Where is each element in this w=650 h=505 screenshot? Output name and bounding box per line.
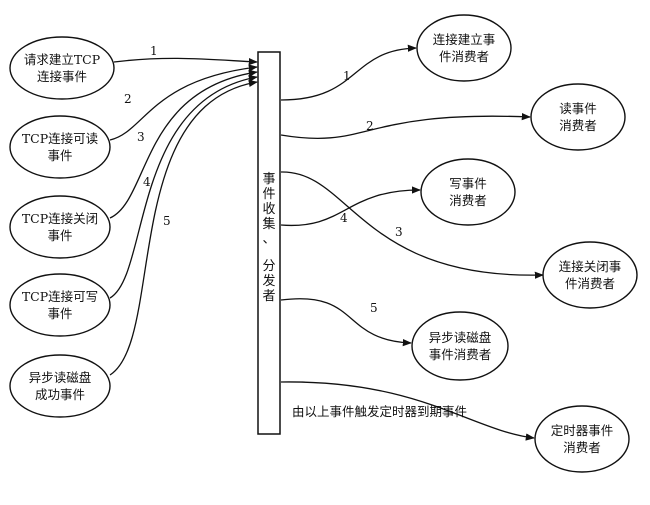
svg-text:异步读磁盘: 异步读磁盘 — [29, 370, 92, 385]
consumer-node: 写事件 消费者 — [420, 158, 516, 226]
svg-text:写事件: 写事件 — [449, 176, 487, 191]
source-node: 请求建立TCP 连接事件 — [9, 36, 115, 100]
svg-text:事件消费者: 事件消费者 — [429, 347, 492, 362]
output-arrow — [280, 113, 531, 140]
svg-text:事件: 事件 — [47, 148, 72, 163]
source-node: TCP连接可写 事件 — [9, 273, 111, 337]
input-arrow — [109, 79, 258, 376]
svg-text:请求建立TCP: 请求建立TCP — [24, 52, 100, 67]
output-arrow — [280, 298, 412, 347]
svg-text:定时器事件: 定时器事件 — [551, 423, 614, 438]
svg-text:件消费者: 件消费者 — [565, 276, 615, 291]
collector-char: 、 — [262, 232, 275, 247]
input-number: 3 — [137, 130, 145, 144]
output-number: 3 — [395, 225, 403, 239]
svg-text:消费者: 消费者 — [559, 118, 597, 133]
source-node: TCP连接关闭 事件 — [9, 195, 111, 259]
input-number: 4 — [143, 175, 151, 189]
consumer-node: 异步读磁盘 事件消费者 — [411, 311, 509, 381]
svg-text:TCP连接关闭: TCP连接关闭 — [22, 211, 98, 226]
input-number: 5 — [163, 214, 171, 228]
input-arrow — [109, 69, 258, 219]
svg-text:件消费者: 件消费者 — [439, 49, 489, 64]
output-arrow — [280, 44, 417, 101]
output-arrow — [280, 186, 421, 227]
svg-text:事件: 事件 — [47, 306, 72, 321]
consumer-node: 定时器事件 消费者 — [534, 405, 630, 473]
svg-text:消费者: 消费者 — [449, 193, 487, 208]
output-number: 5 — [370, 301, 378, 315]
svg-text:成功事件: 成功事件 — [35, 387, 85, 402]
output-number: 4 — [340, 211, 348, 225]
input-arrow — [113, 57, 258, 66]
input-arrow — [109, 64, 258, 141]
input-number: 1 — [150, 44, 158, 58]
collector-bar — [257, 51, 281, 435]
svg-text:连接建立事: 连接建立事 — [433, 32, 496, 47]
collector-char: 事 — [262, 172, 275, 187]
collector-label: 事 件 收 集 、 分 发 者 — [262, 172, 275, 304]
input-arrow — [109, 74, 258, 299]
output-arrow — [280, 381, 535, 441]
consumer-node: 读事件 消费者 — [530, 83, 626, 151]
input-number: 2 — [124, 92, 132, 106]
consumer-node: 连接建立事 件消费者 — [416, 14, 512, 82]
consumer-node: 连接关闭事 件消费者 — [542, 241, 638, 309]
svg-text:消费者: 消费者 — [563, 440, 601, 455]
svg-text:连接事件: 连接事件 — [37, 69, 87, 84]
svg-text:读事件: 读事件 — [559, 101, 597, 116]
output-arrow — [280, 171, 544, 279]
svg-text:异步读磁盘: 异步读磁盘 — [429, 330, 492, 345]
collector-char: 收 — [262, 202, 275, 217]
output-number: 2 — [366, 119, 374, 133]
timer-note: 由以上事件触发定时器到期事件 — [292, 404, 467, 419]
source-node: TCP连接可读 事件 — [9, 115, 111, 179]
collector-char: 分 — [262, 259, 275, 274]
svg-text:TCP连接可读: TCP连接可读 — [22, 131, 98, 146]
output-number: 1 — [343, 69, 351, 83]
collector-char: 者 — [262, 289, 275, 304]
svg-text:TCP连接可写: TCP连接可写 — [22, 289, 98, 304]
collector-char: 集 — [262, 216, 275, 232]
svg-text:连接关闭事: 连接关闭事 — [559, 259, 622, 274]
svg-text:事件: 事件 — [47, 228, 72, 243]
collector-char: 件 — [262, 187, 275, 202]
collector-char: 发 — [262, 273, 275, 289]
source-node: 异步读磁盘 成功事件 — [9, 354, 111, 418]
